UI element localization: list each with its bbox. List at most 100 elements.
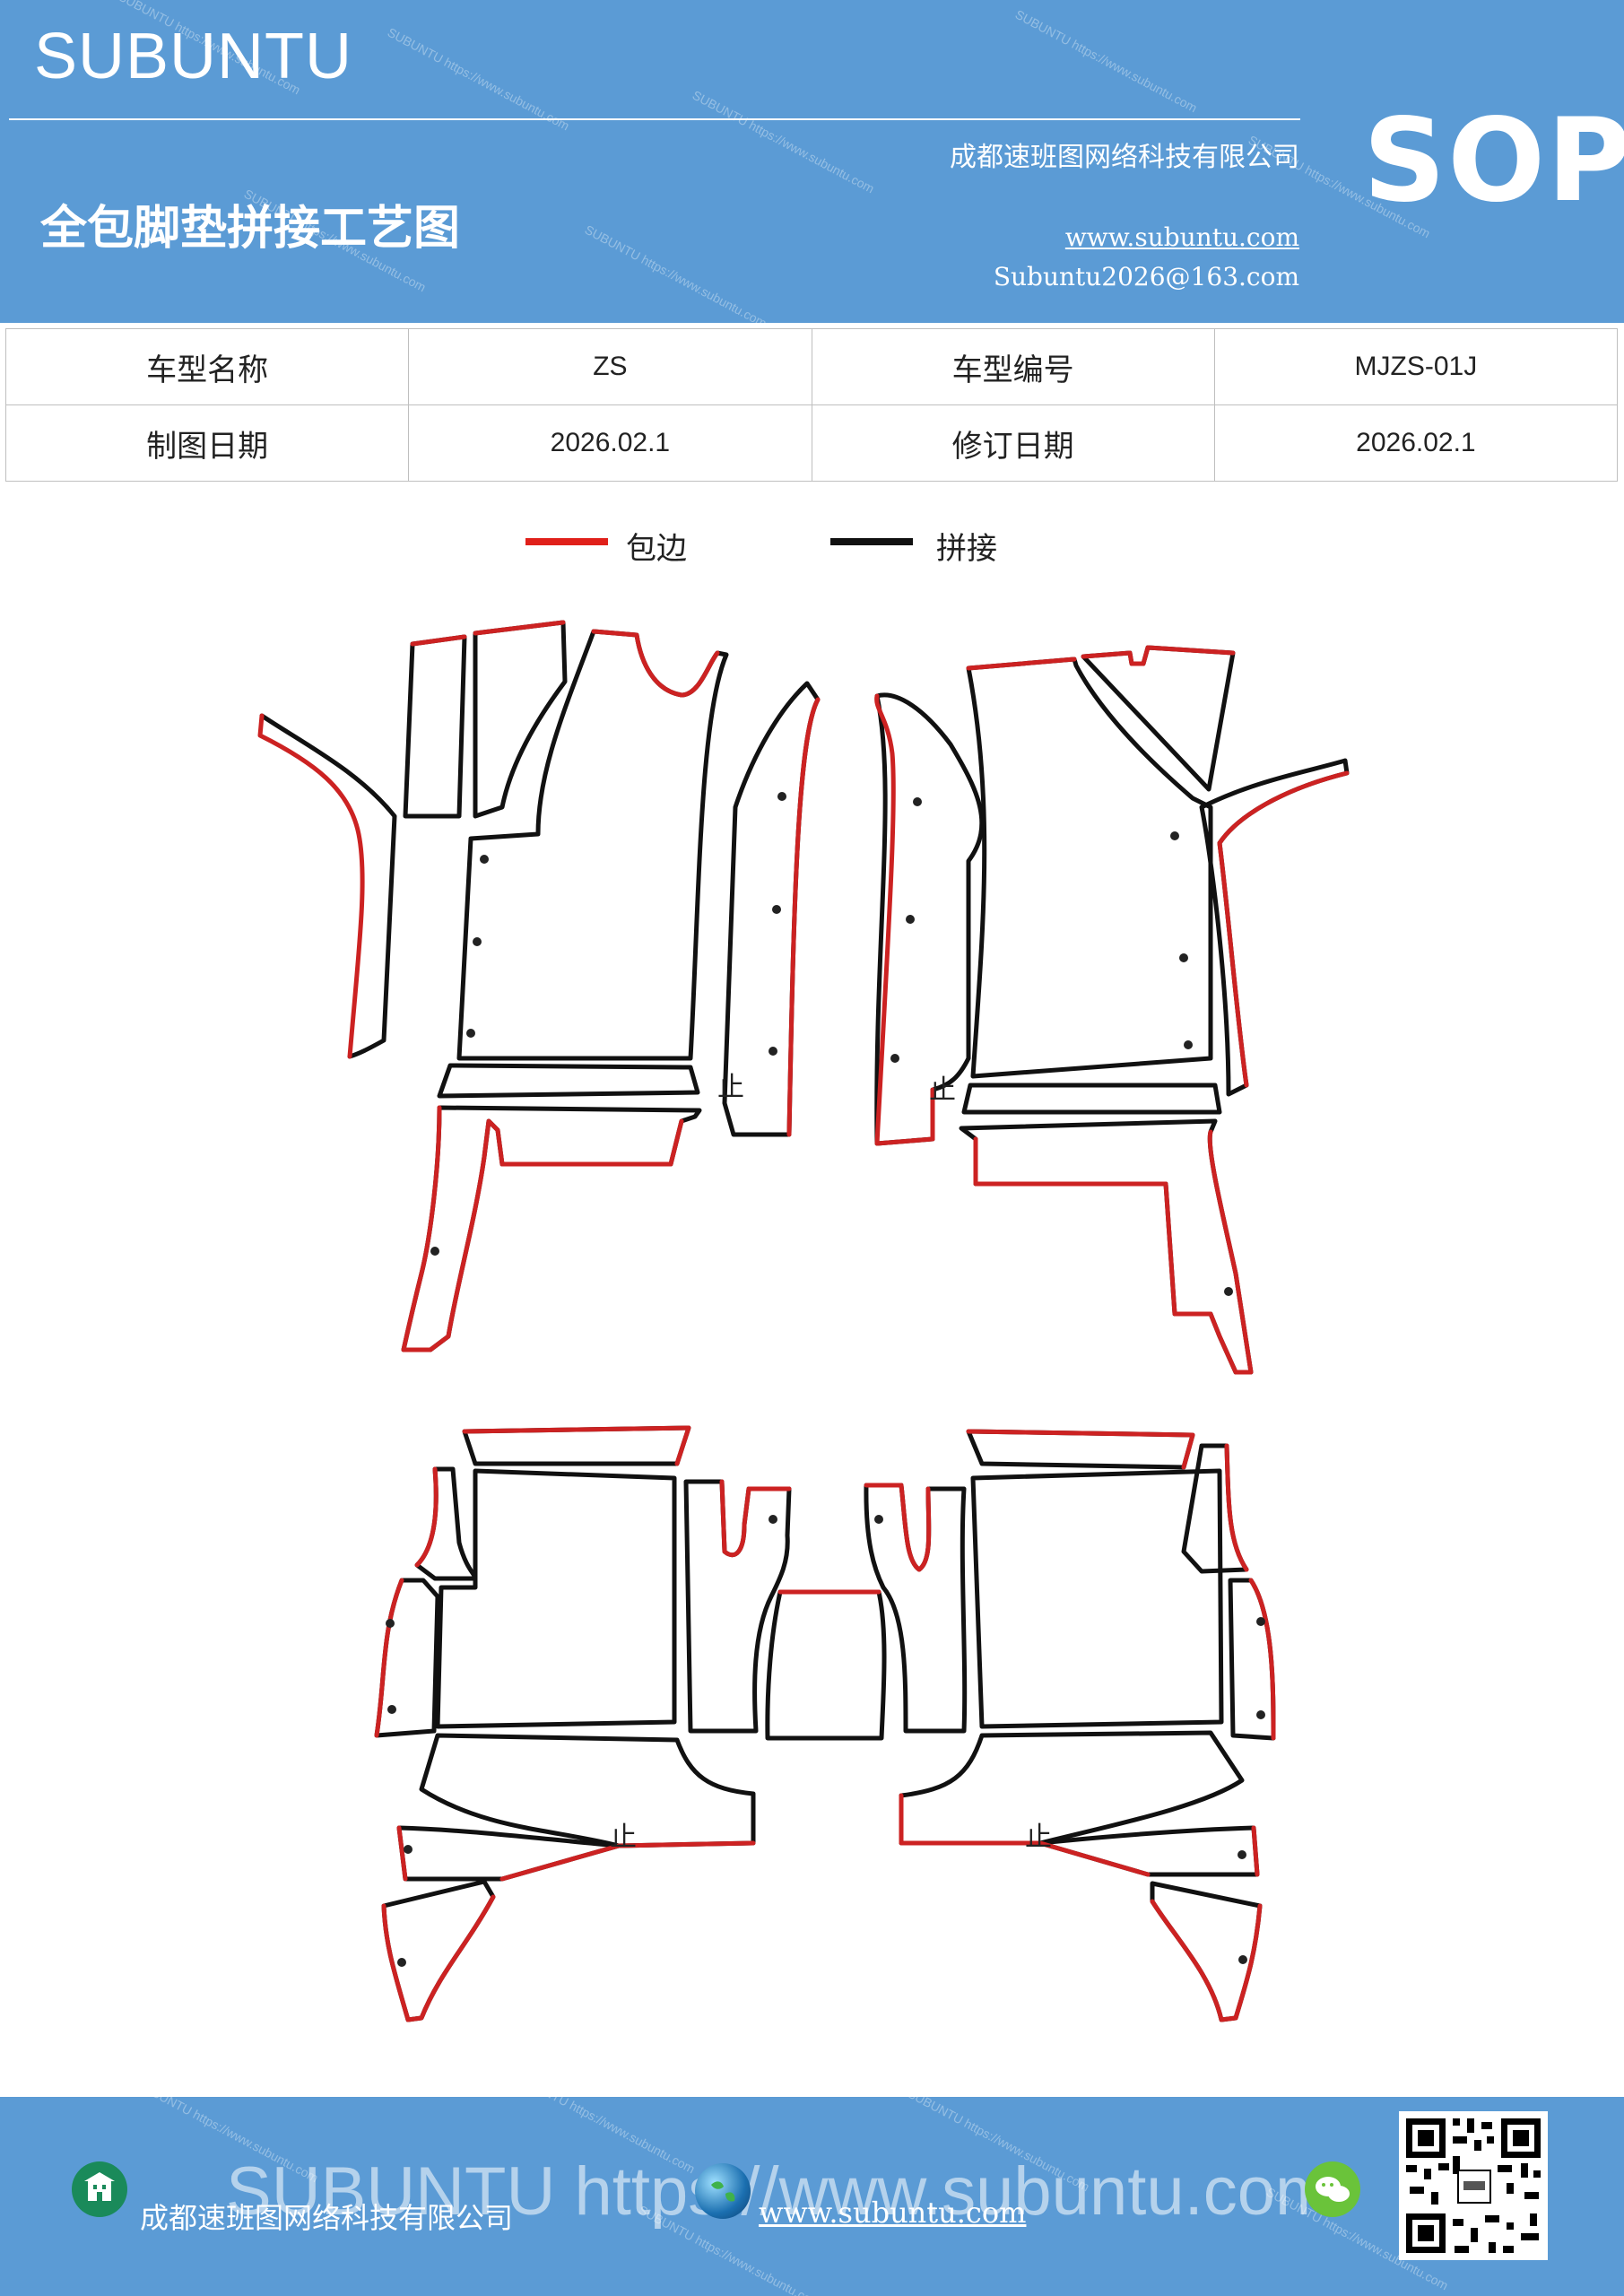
mat-edge	[410, 634, 467, 647]
fixing-point	[772, 905, 781, 914]
mat-edge	[786, 697, 821, 1137]
table-cell-value: ZS	[408, 328, 812, 405]
mat-edge	[1081, 645, 1236, 666]
mat-edge	[374, 1578, 404, 1738]
fixing-point	[480, 855, 489, 864]
fixing-points	[386, 792, 1265, 1967]
mat-seam	[1228, 1578, 1276, 1741]
header-banner: SUBUNTU https://www.subuntu.com SUBUNTU …	[0, 0, 1624, 323]
floor-mat-diagram: 止 止 止 止	[257, 620, 1350, 2022]
mat-seam	[414, 1466, 478, 1581]
footer-banner: SUBUNTU https://www.subuntu.com SUBUNTU …	[0, 2097, 1624, 2296]
fixing-point	[1238, 1955, 1247, 1964]
mat-edge	[473, 620, 566, 636]
mat-seam	[899, 1730, 1245, 1846]
qr-code	[1399, 2111, 1548, 2260]
fixing-point	[466, 1029, 475, 1038]
mat-seam	[437, 1063, 700, 1099]
mat-edge	[401, 1105, 684, 1352]
stop-marker: 止	[610, 1822, 637, 1853]
mat-edge	[1248, 1578, 1276, 1741]
stop-marker: 止	[1025, 1822, 1052, 1853]
mat-seam	[435, 1468, 677, 1729]
mat-edge	[1038, 1825, 1260, 1877]
mat-edge	[864, 1483, 932, 1572]
mat-seam	[401, 1105, 702, 1352]
legend-swatch-edge	[525, 538, 608, 545]
fixing-point	[1238, 1850, 1246, 1859]
mat-seam	[765, 1589, 887, 1741]
fixing-point	[890, 1054, 899, 1063]
mat-seam	[259, 713, 397, 1059]
brand-logo-text: SUBUNTU	[34, 21, 353, 92]
mat-seam	[403, 634, 467, 819]
mat-edge	[874, 693, 935, 1146]
legend-label-edge: 包边	[626, 531, 687, 567]
stop-marker: 止	[929, 1074, 956, 1106]
mat-seam	[961, 1083, 1222, 1115]
mat-edge	[1224, 1443, 1249, 1572]
table-cell-value: 2026.02.1	[1213, 404, 1619, 482]
mat-edge	[966, 1429, 1195, 1470]
mat-edge	[719, 1479, 792, 1558]
legend-swatch-seam	[830, 538, 913, 545]
mat-edge	[462, 1425, 691, 1466]
fixing-point	[430, 1247, 439, 1256]
model-info-table: 车型名称 ZS 车型编号 MJZS-01J 制图日期 2026.02.1 修订日…	[4, 328, 1619, 482]
fixing-point	[906, 915, 915, 924]
mat-edge	[414, 1466, 439, 1568]
fixing-point	[1184, 1040, 1193, 1049]
table-row: 车型名称 ZS 车型编号 MJZS-01J	[4, 328, 1619, 405]
fixing-point	[1179, 953, 1188, 962]
company-name: 成都速班图网络科技有限公司	[950, 142, 1299, 173]
wechat-icon	[1305, 2161, 1360, 2217]
website-link[interactable]: www.subuntu.com	[1064, 222, 1299, 252]
mat-seam	[970, 1468, 1224, 1729]
table-cell-label: 车型名称	[4, 328, 410, 405]
footer-website-link[interactable]: www.subuntu.com	[759, 2196, 1027, 2230]
sop-badge: SOP	[1363, 94, 1624, 228]
mat-edge	[381, 1894, 496, 2022]
footer-watermark: SUBUNTU https://www.subuntu.com	[226, 2153, 1333, 2230]
table-row: 制图日期 2026.02.1 修订日期 2026.02.1	[4, 404, 1619, 482]
fixing-point	[769, 1515, 777, 1524]
globe-icon	[695, 2163, 751, 2219]
mat-edge	[1217, 770, 1350, 1088]
mat-seam	[874, 692, 985, 1146]
mat-seam	[419, 1733, 756, 1848]
fixing-point	[397, 1958, 406, 1967]
fixing-point	[1256, 1710, 1265, 1719]
mat-seam	[1199, 758, 1350, 1097]
mat-edge	[899, 1793, 1043, 1846]
mat-edge	[257, 713, 365, 1059]
document-title: 全包脚垫拼接工艺图	[40, 201, 461, 256]
table-cell-value: MJZS-01J	[1213, 328, 1619, 405]
table-cell-label: 修订日期	[811, 404, 1215, 482]
mat-seam	[959, 1118, 1254, 1375]
email-address: Subuntu2026@163.com	[993, 262, 1299, 291]
mat-seam	[1150, 1881, 1263, 2022]
fixing-point	[473, 937, 482, 946]
fixing-point	[913, 797, 922, 806]
mat-edge	[966, 657, 1077, 671]
mat-seam	[966, 657, 1213, 1079]
fixing-point	[1256, 1617, 1265, 1626]
fixing-point	[769, 1047, 777, 1056]
stop-marker: 止	[717, 1072, 744, 1103]
fixing-point	[387, 1705, 396, 1714]
fixing-point	[777, 792, 786, 801]
mat-edge	[616, 1840, 756, 1848]
fixing-point	[1170, 831, 1179, 840]
footer-company: 成都速班图网络科技有限公司	[140, 2201, 514, 2235]
legend: 包边 拼接	[0, 520, 1624, 574]
mat-seam	[462, 1425, 691, 1466]
mat-edge	[396, 1825, 621, 1882]
legend-label-seam: 拼接	[936, 531, 997, 567]
mat-edge	[1150, 1899, 1263, 2022]
table-cell-value: 2026.02.1	[408, 404, 812, 482]
table-cell-label: 车型编号	[811, 328, 1215, 405]
fixing-point	[386, 1619, 395, 1628]
fixing-point	[874, 1515, 883, 1524]
mat-seam	[473, 620, 568, 819]
header-divider	[9, 118, 1300, 120]
